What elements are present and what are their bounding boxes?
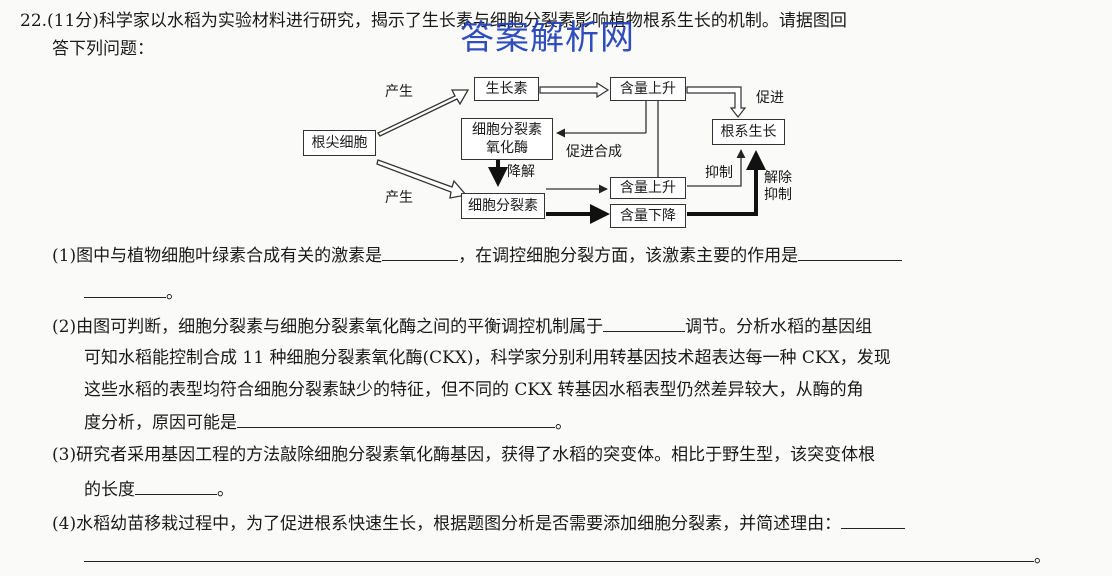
q2-text-line2: 可知水稻能控制合成 11 种细胞分裂素氧化酶(CKX)，科学家分别利用转基因技术… bbox=[84, 348, 891, 368]
root-growth-box: 根系生长 bbox=[712, 119, 785, 145]
inhibit-label: 抑制 bbox=[705, 165, 733, 181]
produce-arrow-bottom bbox=[376, 159, 468, 199]
degrade-label: 降解 bbox=[507, 164, 535, 180]
produce-label-bottom: 产生 bbox=[385, 190, 413, 206]
q1-line1: (1)图中与植物细胞叶绿素合成有关的激素是 ，在调控细胞分裂方面，该激素主要的作用… bbox=[52, 242, 903, 268]
q2-blank-1[interactable] bbox=[603, 313, 686, 332]
promote-label: 促进 bbox=[756, 90, 784, 106]
q2-line3: 这些水稻的表型均符合细胞分裂素缺少的特征，但不同的 CKX 转基因水稻表型仍然差… bbox=[84, 378, 864, 402]
q2-line4: 度分析，原因可能是 。 bbox=[84, 409, 572, 435]
question-stem-text-2: 答下列问题： bbox=[52, 39, 154, 59]
q2-text-a: (2)由图可判断，细胞分裂素与细胞分裂素氧化酶之间的平衡调控机制属于 bbox=[52, 317, 604, 337]
q3-text-line1: (3)研究者采用基因工程的方法敲除细胞分裂素氧化酶基因，获得了水稻的突变体。相比… bbox=[52, 445, 876, 465]
q3-line1: (3)研究者采用基因工程的方法敲除细胞分裂素氧化酶基因，获得了水稻的突变体。相比… bbox=[52, 443, 875, 467]
q4-line2: 。 bbox=[84, 543, 1051, 569]
q4-blank-2[interactable] bbox=[84, 543, 1034, 562]
question-stem-line2: 答下列问题： bbox=[52, 37, 154, 61]
cytokinin-up-box: 含量上升 bbox=[610, 177, 686, 199]
produce-label-top: 产生 bbox=[385, 84, 413, 100]
q2-text-line4a: 度分析，原因可能是 bbox=[84, 413, 237, 433]
produce-arrow-top bbox=[377, 89, 470, 137]
relieve-label-1: 解除 bbox=[764, 170, 792, 186]
auxin-to-level-arrow bbox=[539, 81, 610, 99]
q4-line1: (4)水稻幼苗移栽过程中，为了促进根系快速生长，根据题图分析是否需要添加细胞分裂… bbox=[52, 510, 906, 536]
q4-blank-1[interactable] bbox=[841, 510, 906, 529]
root-tip-cells-box: 根尖细胞 bbox=[303, 130, 376, 156]
q1-blank-2-cont[interactable] bbox=[84, 279, 166, 298]
q3-line2: 的长度 。 bbox=[84, 476, 234, 502]
ckx-label-1: 细胞分裂素 bbox=[472, 122, 542, 138]
q2-line2: 可知水稻能控制合成 11 种细胞分裂素氧化酶(CKX)，科学家分别利用转基因技术… bbox=[84, 346, 891, 370]
q4-text-end: 。 bbox=[1034, 547, 1051, 567]
q2-text-b: 调节。分析水稻的基因组 bbox=[685, 317, 873, 337]
q1-line2: 。 bbox=[84, 279, 183, 305]
q4-text-line1: (4)水稻幼苗移栽过程中，为了促进根系快速生长，根据题图分析是否需要添加细胞分裂… bbox=[52, 514, 842, 534]
auxin-promote-arrow bbox=[686, 86, 747, 118]
ckx-box: 细胞分裂素 氧化酶 bbox=[461, 118, 553, 160]
q1-text-b: ，在调控细胞分裂方面，该激素主要的作用是 bbox=[458, 246, 799, 266]
q3-text-line2b: 。 bbox=[217, 480, 234, 500]
cytokinin-box: 细胞分裂素 bbox=[461, 193, 545, 219]
relieve-label-2: 抑制 bbox=[764, 187, 792, 203]
diagram-arrows bbox=[376, 81, 766, 224]
q1-text-a: (1)图中与植物细胞叶绿素合成有关的激素是 bbox=[52, 246, 383, 266]
cytokinin-down-box: 含量下降 bbox=[610, 204, 686, 228]
q3-text-line2a: 的长度 bbox=[84, 480, 135, 500]
question-stem-line1: 22.(11分)科学家以水稻为实验材料进行研究，揭示了生长素与细胞分裂素影响植物… bbox=[20, 9, 847, 33]
auxin-box: 生长素 bbox=[474, 77, 539, 101]
q3-blank[interactable] bbox=[135, 476, 217, 495]
q2-blank-2[interactable] bbox=[237, 409, 555, 428]
q1-blank-1[interactable] bbox=[382, 242, 459, 261]
question-stem-text: 科学家以水稻为实验材料进行研究，揭示了生长素与细胞分裂素影响植物根系生长的机制。… bbox=[98, 11, 847, 31]
q2-text-line3: 这些水稻的表型均符合细胞分裂素缺少的特征，但不同的 CKX 转基因水稻表型仍然差… bbox=[84, 380, 864, 400]
question-number: 22.(11分) bbox=[20, 11, 99, 31]
watermark: 答案解析网 bbox=[460, 18, 635, 58]
q1-blank-2[interactable] bbox=[798, 242, 903, 261]
q2-line1: (2)由图可判断，细胞分裂素与细胞分裂素氧化酶之间的平衡调控机制属于 调节。分析水… bbox=[52, 313, 872, 339]
auxin-level-box: 含量上升 bbox=[610, 77, 686, 101]
ckx-label-2: 氧化酶 bbox=[486, 140, 528, 156]
q1-text-c: 。 bbox=[166, 283, 183, 303]
promote-synthesis-label: 促进合成 bbox=[566, 144, 622, 160]
relieve-inhibit-label: 解除 抑制 bbox=[764, 170, 792, 204]
q2-text-line4b: 。 bbox=[555, 413, 572, 433]
